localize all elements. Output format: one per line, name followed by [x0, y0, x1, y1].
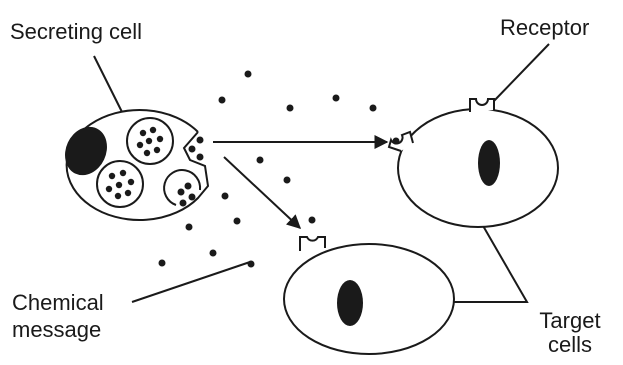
label-chemical-message-line1: Chemical [12, 291, 104, 315]
receptor-lower [300, 237, 325, 251]
target-cell-upper [389, 99, 558, 227]
chemical-message-molecule [234, 218, 241, 225]
chemical-message-molecule [248, 261, 255, 268]
label-secreting-cell: Secreting cell [10, 20, 142, 44]
secreting-cell-leader-line [94, 56, 122, 112]
target-cell-lower [284, 237, 454, 354]
secreting-cell [57, 110, 208, 220]
target-cell-upper-nucleus [478, 140, 500, 186]
label-target-cells-line2: cells [530, 333, 610, 357]
secretory-vesicle [97, 161, 143, 207]
label-target-cells-line1: Target [530, 309, 610, 333]
bound-chemical-message [393, 138, 400, 145]
chemical-message-molecule [159, 260, 166, 267]
chemical-message-molecule [186, 224, 193, 231]
chemical-message-molecule [370, 105, 377, 112]
label-receptor: Receptor [500, 16, 589, 40]
target-cells-bracket [448, 224, 527, 302]
chemical-message-molecule [287, 105, 294, 112]
chemical-message-molecule [245, 71, 252, 78]
receptor-top [470, 99, 494, 112]
chemical-message-molecule [257, 157, 264, 164]
chemical-message-molecule [284, 177, 291, 184]
chemical-message-molecule [333, 95, 340, 102]
chemical-message-molecule [219, 97, 226, 104]
arrow-to-lower-target [224, 157, 300, 228]
receptor-leader-line [492, 44, 549, 103]
chemical-message-leader-line [132, 262, 250, 302]
target-cell-upper-membrane [398, 109, 558, 227]
label-chemical-message-line2: message [12, 318, 101, 342]
chemical-message-molecule [210, 250, 217, 257]
chemical-message-molecule [222, 193, 229, 200]
target-cell-lower-nucleus [337, 280, 363, 326]
secretory-vesicle [127, 118, 173, 164]
target-cell-lower-membrane [284, 244, 454, 354]
chemical-message-molecule [309, 217, 316, 224]
